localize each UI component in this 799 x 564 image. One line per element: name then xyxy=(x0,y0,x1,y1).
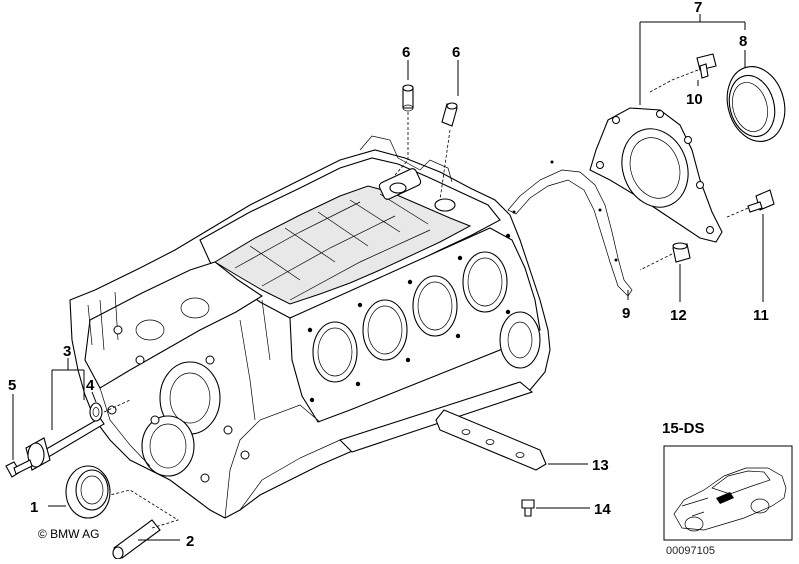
engine-block xyxy=(69,135,551,519)
callout-7: 7 xyxy=(694,0,702,16)
carrier-screw-lower xyxy=(747,189,775,213)
callout-labels: 1 2 3 4 5 6 6 7 8 9 10 11 12 13 14 xyxy=(8,0,769,550)
dowel-pin-right xyxy=(441,102,458,127)
callout-6-left: 6 xyxy=(402,44,410,61)
rear-seal-carrier xyxy=(589,107,723,243)
callout-5: 5 xyxy=(8,377,16,394)
callout-10: 10 xyxy=(686,91,703,108)
dowel-sleeve xyxy=(112,519,161,560)
callout-4: 4 xyxy=(86,377,95,394)
bolt-assembly xyxy=(25,417,105,471)
callout-8: 8 xyxy=(739,33,747,50)
callout-6-right: 6 xyxy=(452,44,460,61)
dowel-pin-left xyxy=(402,84,414,112)
gasket xyxy=(507,160,633,297)
vehicle-sketch xyxy=(673,467,787,532)
callout-11: 11 xyxy=(753,307,769,324)
radial-seal-ring xyxy=(726,66,786,142)
crankshaft-seal-ring xyxy=(65,465,111,519)
callout-3: 3 xyxy=(63,343,71,360)
hex-screw xyxy=(5,459,33,478)
carrier-screw-upper xyxy=(696,53,717,79)
vehicle-reference: 15-DS 00097105 xyxy=(662,420,793,557)
alignment-sleeve xyxy=(672,242,691,263)
callout-13: 13 xyxy=(592,457,609,474)
mounting-bracket xyxy=(435,409,547,471)
model-code-label: 15-DS xyxy=(662,420,705,437)
callout-9: 9 xyxy=(622,305,630,322)
callout-2: 2 xyxy=(186,533,194,550)
washer xyxy=(89,402,103,422)
image-number-label: 00097105 xyxy=(666,545,715,557)
leader-lines xyxy=(12,14,764,541)
callout-12: 12 xyxy=(670,307,687,324)
copyright-label: © BMW AG xyxy=(38,527,100,541)
callout-1: 1 xyxy=(30,499,38,516)
callout-14: 14 xyxy=(594,501,611,518)
bracket-bolt xyxy=(521,499,535,517)
